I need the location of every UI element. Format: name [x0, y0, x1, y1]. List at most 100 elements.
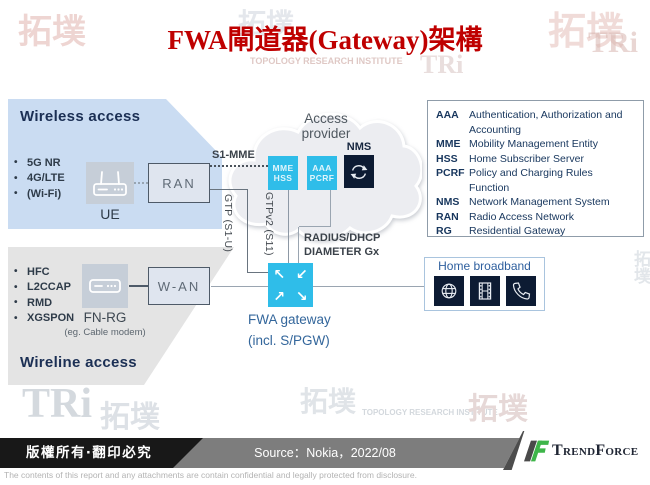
hss-label: HSS [273, 173, 293, 183]
sync-arrows-icon [350, 164, 368, 179]
fwa-gateway-node: ↖ ↙ ↗ ↘ [268, 263, 313, 307]
arrow-sw-icon: ↙ [295, 265, 308, 282]
trendforce-logo: TrendForce [503, 431, 650, 470]
diameter-gx-label: DIAMETER Gx [304, 245, 380, 258]
home-broadband-icons [425, 276, 544, 306]
legend-abbr: MME [436, 138, 461, 150]
wan-gateway-link [211, 286, 268, 287]
legend-abbr: HSS [436, 152, 458, 165]
bullet-icon: • [14, 157, 18, 169]
list-item-label: 5G NR [27, 156, 61, 169]
legend-row: MME Mobility Management Entity [436, 137, 635, 152]
legend-row: NMS Network Management System [436, 195, 635, 210]
wan-node: W-AN [148, 267, 210, 305]
list-item: • HFC [14, 264, 74, 280]
source-note: Source：Nokia，2022/08 [254, 446, 396, 460]
bullet-icon: • [14, 281, 18, 293]
radius-diameter-link [299, 226, 331, 227]
radius-dhcp-label: RADIUS/DHCP [304, 232, 381, 244]
legend-abbr: AAA [436, 109, 459, 121]
watermark: TRi [22, 381, 93, 427]
legend-desc: Radio Access Network [469, 210, 575, 223]
list-item-label: L2CCAP [27, 281, 72, 294]
gtpv2-s11-link [288, 190, 289, 263]
modem-icon [89, 279, 121, 293]
gateway-home-link [313, 286, 426, 287]
legend-desc: Policy and Charging Rules Function [469, 167, 593, 194]
bullet-icon: • [14, 266, 18, 278]
arrow-nw-icon: ↖ [273, 265, 286, 282]
internet-tile [433, 276, 464, 306]
watermark: TOPOLOGY RESEARCH INSTITUTE [362, 408, 498, 417]
legend-box: AAA Authentication, Authorization and Acc… [427, 100, 644, 237]
fn-rg-label: FN-RG [83, 310, 127, 325]
aaa-label: AAA [312, 163, 332, 173]
list-item-label: (Wi-Fi) [27, 187, 62, 200]
list-item-label: 4G/LTE [27, 172, 65, 185]
radius-diameter-link [298, 227, 299, 264]
access-provider-label: Access provider [301, 111, 351, 141]
home-broadband-panel: Home broadband [424, 257, 545, 311]
bullet-icon: • [14, 172, 18, 184]
gtpv2-s11-link-label: GTPv2 (S11) [263, 192, 275, 256]
ue-label: UE [100, 206, 120, 222]
list-item-label: XGSPON [27, 312, 75, 325]
list-item: •(Wi-Fi) [14, 186, 65, 202]
watermark: 拓墣 [468, 393, 528, 426]
watermark: 拓墣 [631, 250, 650, 284]
legend-desc: Residential Gateway [469, 225, 566, 237]
gtp-s1u-link [247, 189, 248, 273]
fwa-gateway-label: FWA gateway [248, 312, 331, 327]
fwa-gateway-sublabel: (incl. S/PGW) [248, 333, 330, 348]
gtp-s1u-link [210, 189, 248, 190]
list-item: • RMD [14, 295, 74, 311]
video-tile [469, 276, 500, 306]
tf-logomark-icon [524, 440, 550, 462]
copyright-text: 版權所有‧翻印必究 [26, 445, 153, 460]
page-title: FWA閘道器(Gateway)架構 [167, 25, 483, 55]
pcrf-label: PCRF [309, 173, 335, 183]
ue-node [86, 162, 134, 204]
phone-icon [512, 282, 530, 300]
legend-desc: Mobility Management Entity [469, 138, 598, 150]
radius-diameter-link-label: RADIUS/DHCP DIAMETER Gx [304, 232, 380, 259]
wireline-tech-list: • HFC • L2CCAP • RMD • XGSPON [14, 264, 74, 326]
legend-abbr: RAN [436, 210, 459, 223]
watermark: 拓墣 [100, 401, 160, 434]
mme-hss-node: MME HSS [268, 156, 298, 190]
gtp-s1u-link [248, 272, 268, 273]
ran-label: RAN [162, 175, 196, 191]
legend-desc: Network Management System [469, 196, 610, 208]
list-item-label: HFC [27, 265, 50, 278]
bullet-icon: • [14, 297, 18, 309]
list-item: • L2CCAP [14, 280, 74, 296]
s1-mme-link [210, 165, 268, 167]
list-item-label: RMD [27, 296, 53, 309]
disclaimer-text: The contents of this report and any atta… [4, 470, 417, 480]
footer-bar: 版權所有‧翻印必究 Source：Nokia，2022/08 [0, 438, 650, 468]
watermark: TOPOLOGY RESEARCH INSTITUTE [250, 56, 403, 66]
s1-mme-link-label: S1-MME [212, 149, 255, 161]
aaa-pcrf-node: AAA PCRF [307, 156, 337, 190]
arrow-ne-icon: ↗ [273, 287, 286, 304]
legend-desc: Authentication, Authorization and Accoun… [469, 109, 623, 136]
list-item: • XGSPON [14, 311, 74, 327]
arrow-se-icon: ↘ [295, 287, 308, 304]
home-broadband-label: Home broadband [438, 259, 531, 273]
legend-row: AAA Authentication, Authorization and Acc… [436, 108, 635, 137]
wireless-tech-list: • 5G NR • 4G/LTE •(Wi-Fi) [14, 155, 65, 202]
wan-label: W-AN [157, 278, 201, 294]
legend-abbr: NMS [436, 196, 460, 208]
mme-label: MME [272, 163, 294, 173]
film-icon [478, 282, 491, 300]
wireless-access-heading: Wireless access [20, 108, 141, 125]
fn-rg-node [82, 264, 128, 308]
gtp-s1u-link-label: GTP (S1-U) [222, 194, 234, 253]
brand-name: TrendForce [552, 442, 639, 459]
list-item: • 4G/LTE [14, 171, 65, 187]
bullet-icon: • [14, 312, 18, 324]
ran-node: RAN [148, 163, 210, 203]
